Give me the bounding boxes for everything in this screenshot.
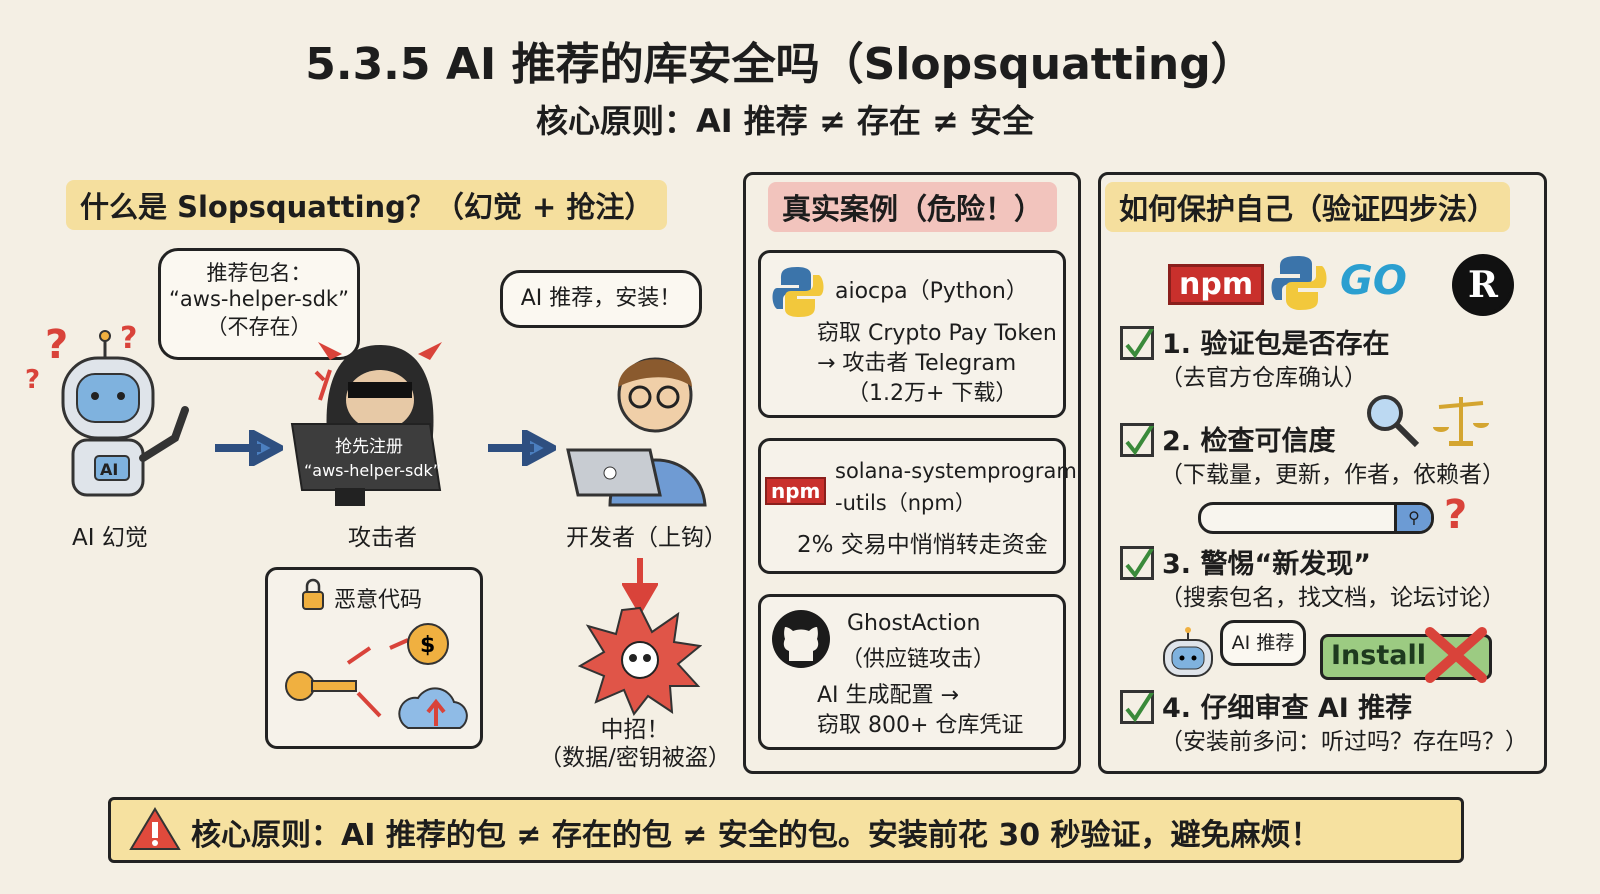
core-principle-banner: 核心原则：AI 推荐的包 ≠ 存在的包 ≠ 安全的包。安装前花 30 秒验证，避… (108, 797, 1464, 863)
case-line: 窃取 Crypto Pay Token (817, 321, 1057, 346)
real-cases-panel (743, 172, 1081, 774)
developer-label: 开发者（上钩） (566, 525, 727, 551)
search-icon: ⚲ (1394, 505, 1431, 531)
arrow-right-icon (215, 430, 283, 466)
bubble-line: 推荐包名： (206, 261, 312, 285)
rust-logo-icon: R (1452, 254, 1514, 316)
step-title: 1. 验证包是否存在 (1162, 329, 1390, 360)
ai-recommend-bubble: AI 推荐 (1220, 620, 1306, 666)
protect-header: 如何保护自己（验证四步法） (1105, 182, 1511, 232)
case-title: GhostAction (847, 611, 981, 636)
result-text: 中招！ （数据/密钥被盗） (530, 716, 740, 772)
github-logo-icon (772, 610, 830, 668)
malicious-code-title: 恶意代码 (334, 588, 423, 613)
case-line: 2% 交易中悄悄转走资金 (797, 532, 1048, 558)
robot-label: AI 幻觉 (72, 525, 148, 551)
case-title: -utils（npm） (835, 491, 976, 515)
page-title: 5.3.5 AI 推荐的库安全吗（Slopsquatting） (305, 39, 1255, 90)
laptop-text: 抢先注册 (335, 437, 403, 457)
real-cases-header: 真实案例（危险！） (768, 182, 1058, 232)
bubble-line: （不存在） (206, 315, 312, 339)
case-title: solana-systemprogram (835, 459, 1077, 483)
python-logo-icon (772, 267, 824, 317)
go-logo-icon: GO (1340, 258, 1407, 304)
case-line: → 攻击者 Telegram (817, 351, 1017, 376)
robot-icon: ? ? ? AI (25, 321, 189, 497)
case-card-ghostaction: GhostAction （供应链攻击） AI 生成配置 → 窃取 800+ 仓库… (758, 594, 1066, 750)
bubble-line: “aws-helper-sdk” (169, 287, 349, 311)
small-robot-icon (1163, 627, 1213, 677)
protect-yourself-panel (1098, 172, 1547, 774)
python-logo-icon (1271, 256, 1327, 310)
developer-icon (566, 357, 707, 507)
step-title: 2. 检查可信度 (1162, 426, 1336, 457)
step-title: 4. 仔细审查 AI 推荐 (1162, 693, 1413, 724)
arrow-down-icon (622, 558, 658, 612)
result-title: 中招！ (600, 717, 670, 743)
red-x-icon (1425, 627, 1487, 683)
step-detail: （下载量，更新，作者，依赖者） (1160, 462, 1505, 488)
robot-chest-label: AI (100, 460, 118, 479)
npm-logo-icon: npm (1168, 264, 1265, 305)
search-bar: ⚲ (1198, 502, 1434, 534)
check-icon (1120, 545, 1155, 580)
case-card-aiocpa: aiocpa（Python） 窃取 Crypto Pay Token → 攻击者… (758, 250, 1066, 418)
hooded-attacker-icon: 抢先注册 “aws-helper-sdk” (290, 342, 442, 506)
warning-icon (129, 807, 181, 850)
step-title: 3. 警惕“新发现” (1162, 549, 1371, 580)
left-section-header: 什么是 Slopsquatting？（幻觉 + 抢注） (66, 180, 668, 230)
step-detail: （搜索包名，找文档，论坛讨论） (1160, 585, 1505, 611)
skull-explosion-icon (578, 606, 702, 716)
case-card-solana: npm solana-systemprogram -utils（npm） 2% … (758, 438, 1077, 574)
key-coins-cloud-icon: $ (285, 623, 468, 729)
result-detail: （数据/密钥被盗） (539, 745, 731, 771)
question-mark-icon: ? (1444, 492, 1468, 538)
attacker-label: 攻击者 (348, 525, 417, 551)
malicious-code-box: 恶意代码 $ (265, 567, 483, 749)
arrow-right-icon (488, 430, 556, 466)
check-icon (1120, 689, 1155, 724)
svg-text:?: ? (45, 322, 68, 368)
developer-speech-bubble: AI 推荐，安装！ (500, 270, 702, 328)
case-title: aiocpa（Python） (835, 279, 1028, 304)
svg-text:?: ? (25, 365, 40, 395)
case-line: AI 生成配置 → (817, 683, 959, 708)
banner-text: 核心原则：AI 推荐的包 ≠ 存在的包 ≠ 安全的包。安装前花 30 秒验证，避… (191, 818, 1321, 853)
check-icon (1120, 422, 1155, 457)
lock-icon (302, 578, 324, 610)
magnifier-scale-icon (1367, 395, 1489, 448)
step-detail: （安装前多问：听过吗？存在吗？） (1160, 729, 1528, 755)
svg-text:$: $ (420, 633, 435, 658)
install-label: Install (1331, 640, 1426, 671)
check-icon (1120, 325, 1155, 360)
page-subtitle: 核心原则：AI 推荐 ≠ 存在 ≠ 安全 (535, 102, 1034, 140)
robot-speech-bubble: 推荐包名： “aws-helper-sdk” （不存在） (158, 248, 360, 360)
case-line: （1.2万+ 下载） (847, 381, 1018, 406)
step-detail: （去官方仓库确认） (1160, 365, 1367, 391)
laptop-text: “aws-helper-sdk” (304, 461, 441, 480)
svg-text:?: ? (120, 321, 137, 356)
case-line: 窃取 800+ 仓库凭证 (817, 713, 1024, 738)
case-line: （供应链攻击） (841, 647, 996, 672)
npm-logo-icon: npm (765, 477, 827, 505)
